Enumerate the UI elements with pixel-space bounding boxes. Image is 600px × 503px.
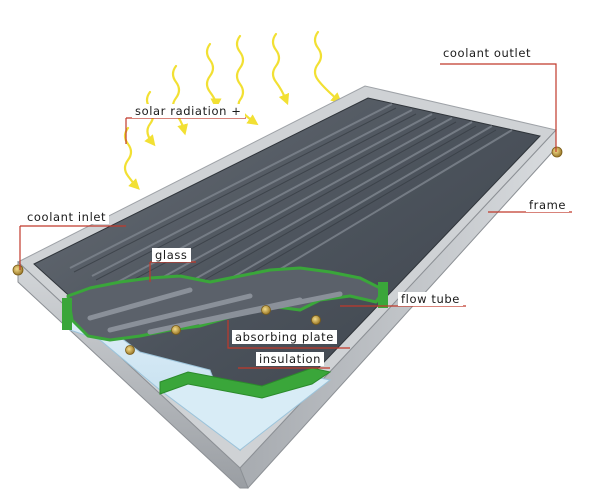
frame-seal-right [378,282,388,308]
leader-coolant-outlet [440,63,557,152]
label-frame: frame [526,198,570,212]
sun-ray-icon [171,64,189,136]
brass-fitting-icon [311,315,321,325]
leader-absorbing-plate [227,320,350,349]
brass-fitting-icon [551,146,563,158]
sun-ray-icon [271,32,290,106]
label-absorbing-plate: absorbing plate [232,330,337,344]
sun-rays [123,30,343,190]
sun-ray-icon [235,34,259,126]
brass-fitting-icon [125,345,135,355]
brass-fitting-icon [171,325,181,335]
label-insulation: insulation [256,352,325,366]
insulation-green-strip [159,367,332,399]
label-glass: glass [152,248,191,262]
sun-ray-icon [313,30,343,104]
label-coolant-outlet: coolant outlet [440,46,535,60]
label-flow-tube: flow tube [398,292,463,306]
leader-lines [19,63,572,369]
brass-fitting-icon [12,264,24,276]
label-solar-radiation: solar radiation + [132,104,245,118]
brass-fitting-icon [261,305,271,315]
label-coolant-inlet: coolant inlet [24,210,110,224]
sun-ray-icon [205,42,222,110]
frame-seal-left [62,298,72,330]
sun-ray-icon [123,126,140,190]
